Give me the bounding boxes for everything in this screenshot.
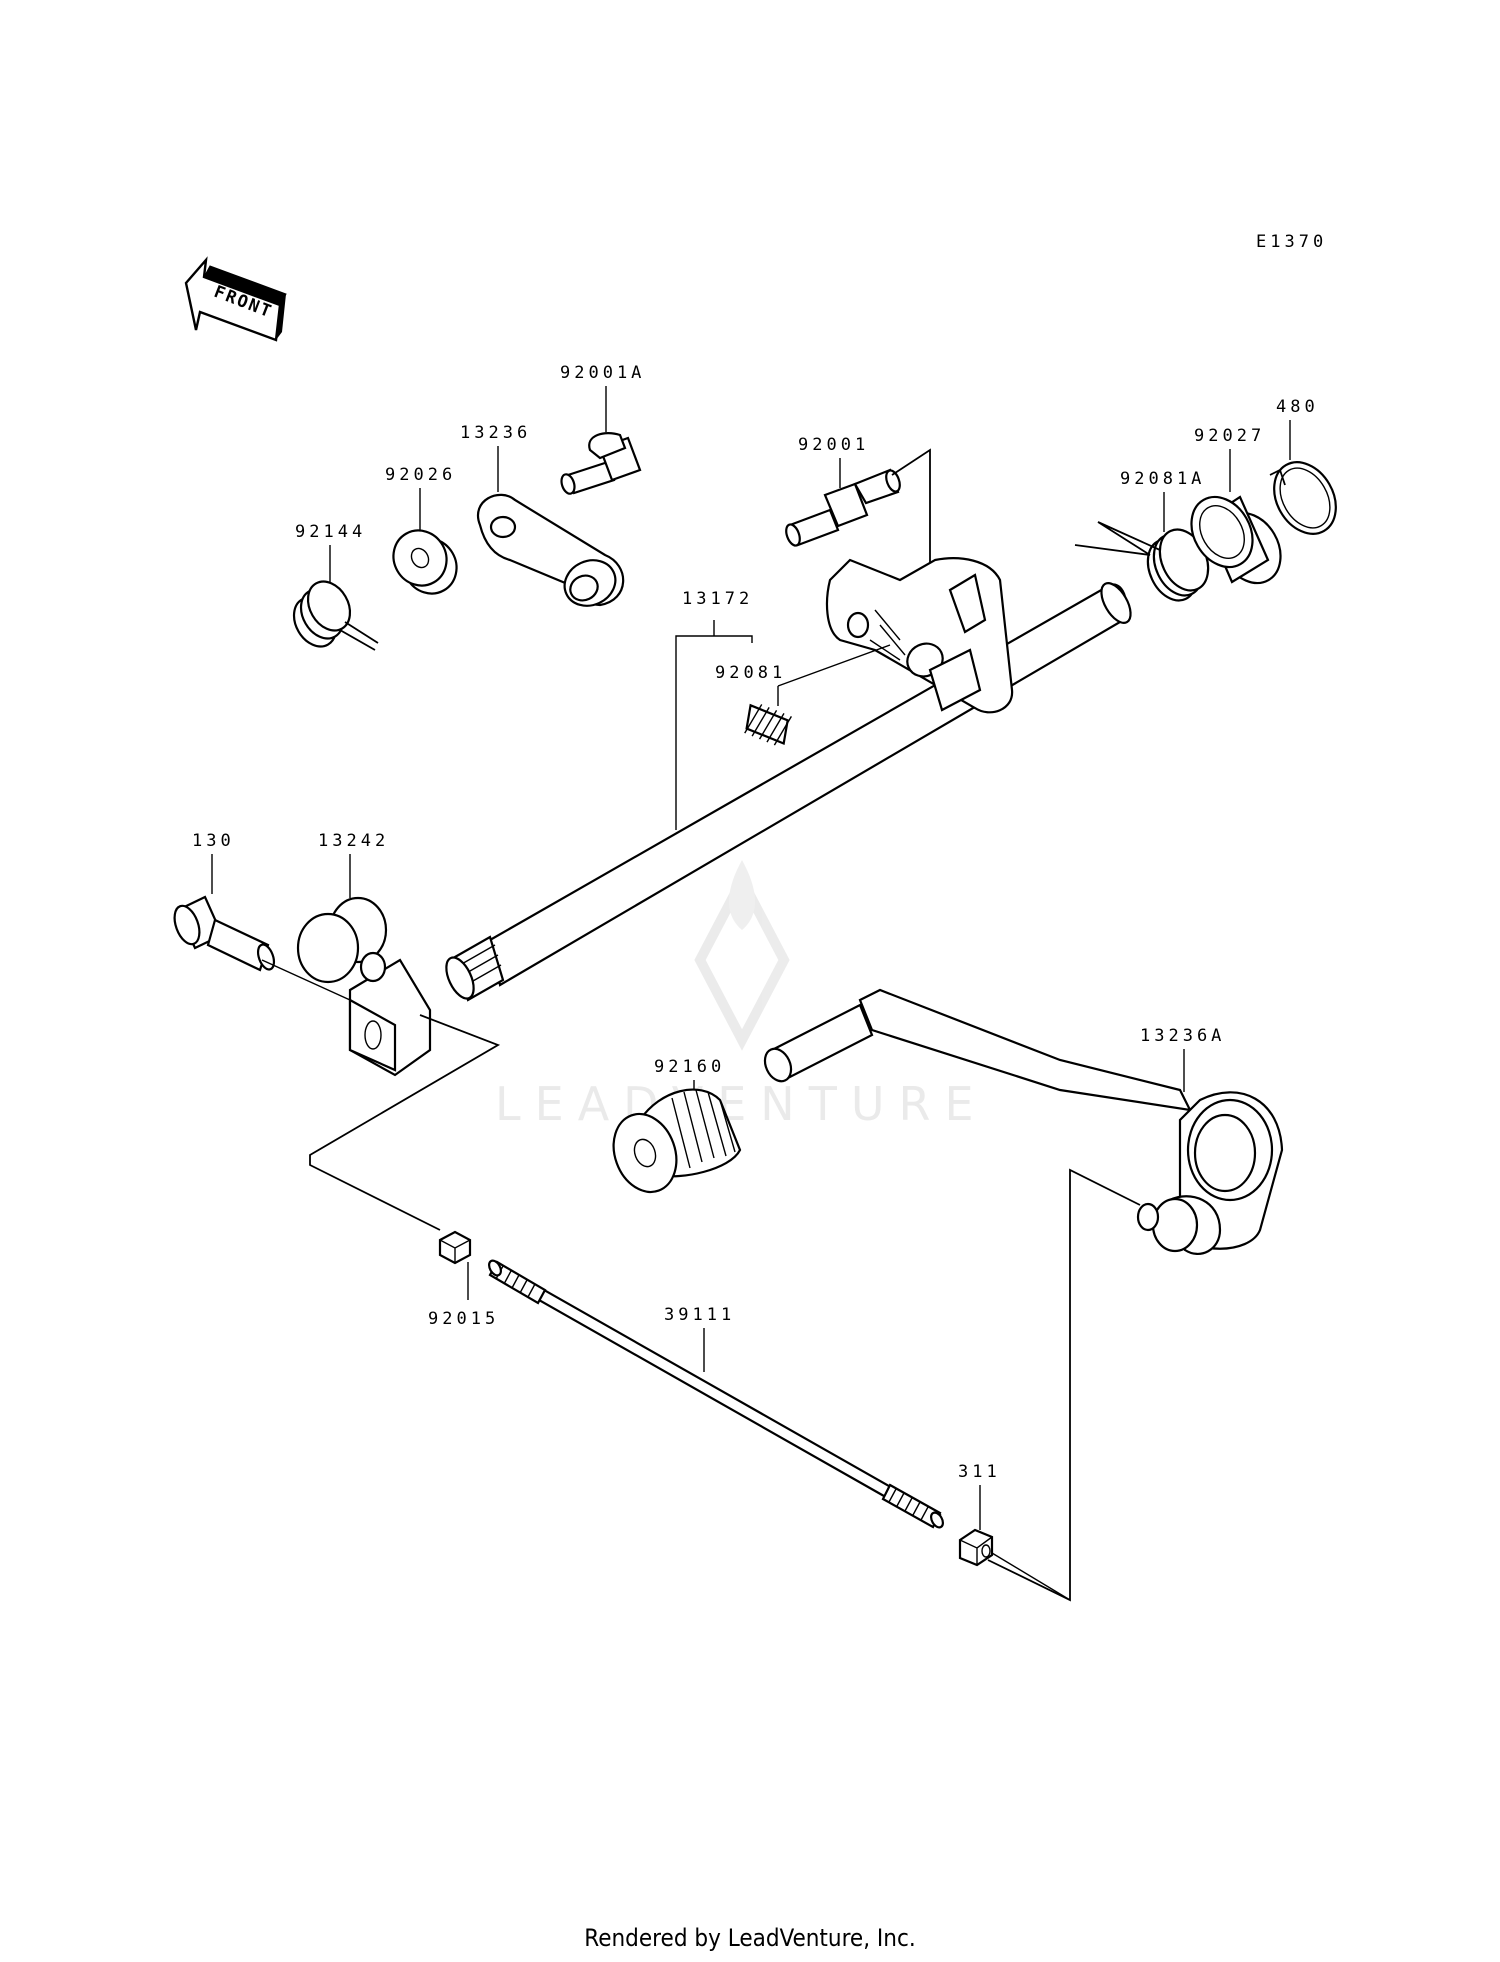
part-92026-washer: 92026 [385,465,458,595]
label-92160: 92160 [654,1057,725,1077]
watermark-text: LEADVENTURE [495,1077,988,1131]
part-480-circlip: 480 [1269,397,1337,535]
label-13172: 13172 [682,589,753,609]
part-92001-bolt: 92001 [785,435,931,646]
part-13172-shift-shaft: 13172 [445,557,1132,1002]
label-13236: 13236 [460,423,531,443]
label-92001A: 92001A [560,363,645,383]
label-130: 130 [192,831,235,851]
label-480: 480 [1276,397,1319,417]
part-13236A-shift-pedal: 13236A [763,988,1284,1602]
part-311-nut: 311 [958,1462,1071,1601]
part-92001A-bolt: 92001A [560,363,645,495]
part-39111-tie-rod: 39111 [488,1259,944,1529]
watermark-logo: LEADVENTURE [495,860,988,1131]
part-92015-nut: 92015 [428,1230,499,1329]
label-92015: 92015 [428,1309,499,1329]
diagram-code: E1370 [1256,232,1327,252]
front-arrow-icon: FRONT [184,256,287,342]
part-13242-clamp-lever: 13242 [296,831,501,1231]
part-92027-collar: 92027 [1190,426,1282,585]
label-39111: 39111 [664,1305,735,1325]
footer-credit: Rendered by LeadVenture, Inc. [584,1924,916,1952]
label-311: 311 [958,1462,1001,1482]
label-92026: 92026 [385,465,456,485]
part-130-bolt: 130 [173,831,351,1001]
label-92001: 92001 [798,435,869,455]
label-92144: 92144 [295,522,366,542]
part-92081-spring: 92081 [715,644,891,746]
label-13242: 13242 [318,831,389,851]
part-13236-shift-arm: 13236 [460,423,625,607]
label-92027: 92027 [1194,426,1265,446]
label-92081: 92081 [715,663,786,683]
part-92160-pedal-rubber: 92160 [612,1057,742,1194]
label-13236A: 13236A [1140,1026,1225,1046]
label-92081A: 92081A [1120,469,1205,489]
part-92144-torsion-spring: 92144 [292,522,379,651]
